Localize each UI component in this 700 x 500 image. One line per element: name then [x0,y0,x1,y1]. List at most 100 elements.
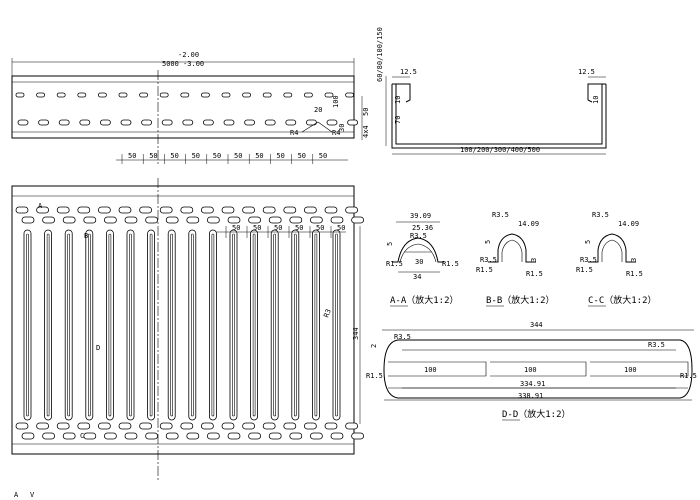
tray-side-outline [11,75,355,139]
slot [180,92,190,98]
slot [283,92,293,98]
long-slot-inner [191,233,194,417]
slot [139,422,153,430]
slot [83,432,97,440]
detail-d-r-tr: R3.5 [648,341,665,349]
slot [42,216,55,224]
slot [221,422,235,430]
slot [262,206,276,214]
long-slot-inner [26,233,29,417]
slot [159,206,173,214]
slot [62,216,76,224]
slot [200,92,210,98]
long-slot [229,229,238,421]
slot [124,216,138,224]
slot [242,422,256,430]
detail-d-r-br: R1.5 [680,372,697,380]
slot [227,432,241,440]
long-slot-inner [129,233,132,417]
slot [289,216,303,224]
detail-c-r2: R3.5 [580,256,597,264]
slot [283,422,297,430]
pitch-label: 50 [276,152,284,160]
slot [186,432,200,440]
detail-a-profile [392,237,444,263]
slot [242,206,256,214]
slot [62,432,76,440]
r4-label-1: R4 [290,129,298,137]
slot [79,119,91,126]
slot [285,119,297,126]
slot [165,432,179,440]
detail-c-title: C-C（放大1:2） [588,294,657,306]
slot [56,422,70,430]
detail-a-h: 5 [386,242,394,246]
detail-b-h2: 3 [530,258,538,262]
detail-d-h: 2 [370,344,378,348]
detail-c-r4: R1.5 [626,270,643,278]
slot [248,216,262,224]
slot [118,422,132,430]
channel-outline [391,84,607,149]
slot [36,206,49,214]
slot [227,216,241,224]
slot [242,92,252,98]
slot [330,216,344,224]
slot [303,422,317,430]
slot [83,216,97,224]
plan-slot-row-top [15,206,365,224]
pitch-label: 50 [316,224,324,232]
slot [36,422,49,430]
detail-b: R3.5 14.09 R3.5 R1.5 R1.5 5 3 B-B（放大1:2） [476,211,555,307]
long-slot [126,229,135,421]
plan-long-slots [23,229,341,421]
pitch-label: 50 [298,152,306,160]
long-slot-inner [273,233,277,417]
long-slot [23,229,32,421]
long-slot [311,229,320,421]
slot [15,92,25,98]
slot [180,206,194,214]
long-slot-inner [149,233,153,417]
corner-mark-2: V [30,491,35,499]
r4-label-2: R4 [332,129,340,137]
detail-a-r2: R1.5 [386,260,403,268]
slot [139,206,153,214]
detail-b-w1: 14.09 [518,220,539,228]
long-slot-inner [314,233,318,417]
long-slot-inner [293,233,297,417]
detail-d-outline [383,339,693,399]
slot [58,119,70,126]
detail-b-title: B-B（放大1:2） [486,294,555,306]
dim-30: 30 [338,124,346,132]
corner-mark-1: A [14,491,19,499]
plan-outline [11,185,355,455]
slot [118,206,132,214]
detail-a-r3: R1.5 [442,260,459,268]
length-label: 5000 -3.00 [162,60,204,68]
slot [159,92,169,98]
mark-b: B [84,232,88,240]
detail-b-r3: R1.5 [476,266,493,274]
slot [77,206,91,214]
pitch-label: 50 [192,152,200,160]
detail-c-h1: 5 [584,240,592,244]
slot [56,206,70,214]
slot [165,216,179,224]
detail-c: R3.5 14.09 R3.5 R1.5 R1.5 5 3 C-C（放大1:2） [576,211,657,307]
long-slot [250,229,259,421]
slot [202,119,214,126]
slot [104,216,117,224]
pitch-label: 50 [149,152,157,160]
slot [345,422,359,430]
plan-slot-radius: R3 [322,308,332,319]
slot [120,119,132,126]
slot [180,422,194,430]
slot [36,92,45,98]
slot [345,206,359,214]
slot [303,92,313,98]
lip-height-left: 10 [394,96,402,104]
